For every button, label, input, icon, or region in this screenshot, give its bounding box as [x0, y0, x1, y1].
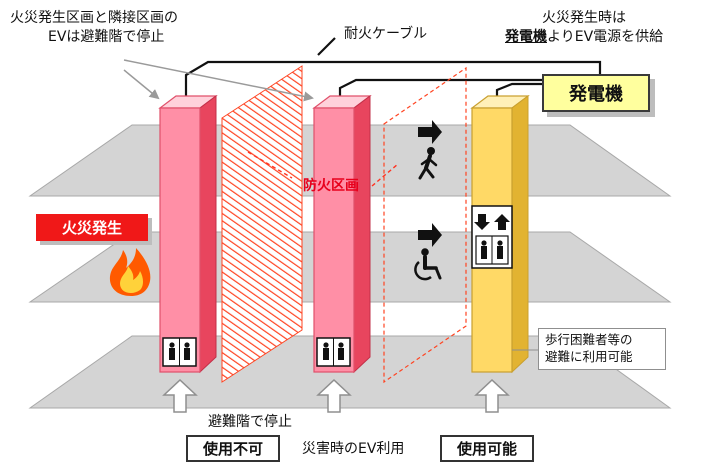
fireproof-cable [184, 37, 602, 100]
up-arrow-icon [474, 378, 510, 413]
partition-pointers [247, 151, 399, 187]
fire-alert-label: 火災発生 [36, 214, 148, 241]
elevator-icon [471, 205, 513, 269]
up-arrow-icon [316, 378, 352, 413]
fire-icon [109, 248, 151, 296]
arrow-right-icon [418, 120, 442, 144]
arrow-right-icon [418, 223, 442, 247]
title-right-line2: 発電機よりEV電源を供給 [505, 29, 663, 47]
elevator-icon [316, 337, 351, 367]
up-arrow-icon [494, 214, 510, 230]
wheelchair-icon [414, 248, 442, 281]
note-line1: 歩行困難者等の [545, 332, 633, 347]
walking-person-icon [418, 147, 438, 180]
note-box: 歩行困難者等の 避難に利用可能 [538, 328, 666, 370]
title-left-line1: 火災発生区画と隣接区画の [10, 10, 178, 26]
title-right-line1: 火災発生時は [542, 10, 626, 26]
dashed-partition-outline [383, 66, 467, 384]
down-arrow-icon [474, 214, 490, 230]
disaster-label: 災害時のEV利用 [302, 441, 405, 457]
title-left-line2: EVは避難階で停止 [48, 29, 165, 45]
elevator-icon [162, 337, 197, 367]
fire-partition-label: 防火区画 [303, 178, 359, 194]
elevator-shaft-fire-zone [158, 95, 218, 374]
unusable-label: 使用不可 [186, 435, 280, 462]
note-line2: 避難に利用可能 [545, 348, 633, 364]
generator-emphasis: 発電機 [505, 29, 547, 45]
fire-partition-wall [221, 65, 303, 383]
usable-label: 使用可能 [440, 435, 534, 462]
up-arrow-icon [162, 378, 198, 413]
generator-box: 発電機 [542, 74, 650, 112]
stop-label: 避難階で停止 [208, 414, 292, 430]
elevator-shaft-adjacent-zone [312, 95, 372, 374]
cable-label: 耐火ケーブル [344, 26, 428, 42]
callout-arrow-2 [123, 59, 314, 102]
title-right-rest: よりEV電源を供給 [547, 29, 664, 45]
callout-arrow-1 [123, 69, 160, 100]
